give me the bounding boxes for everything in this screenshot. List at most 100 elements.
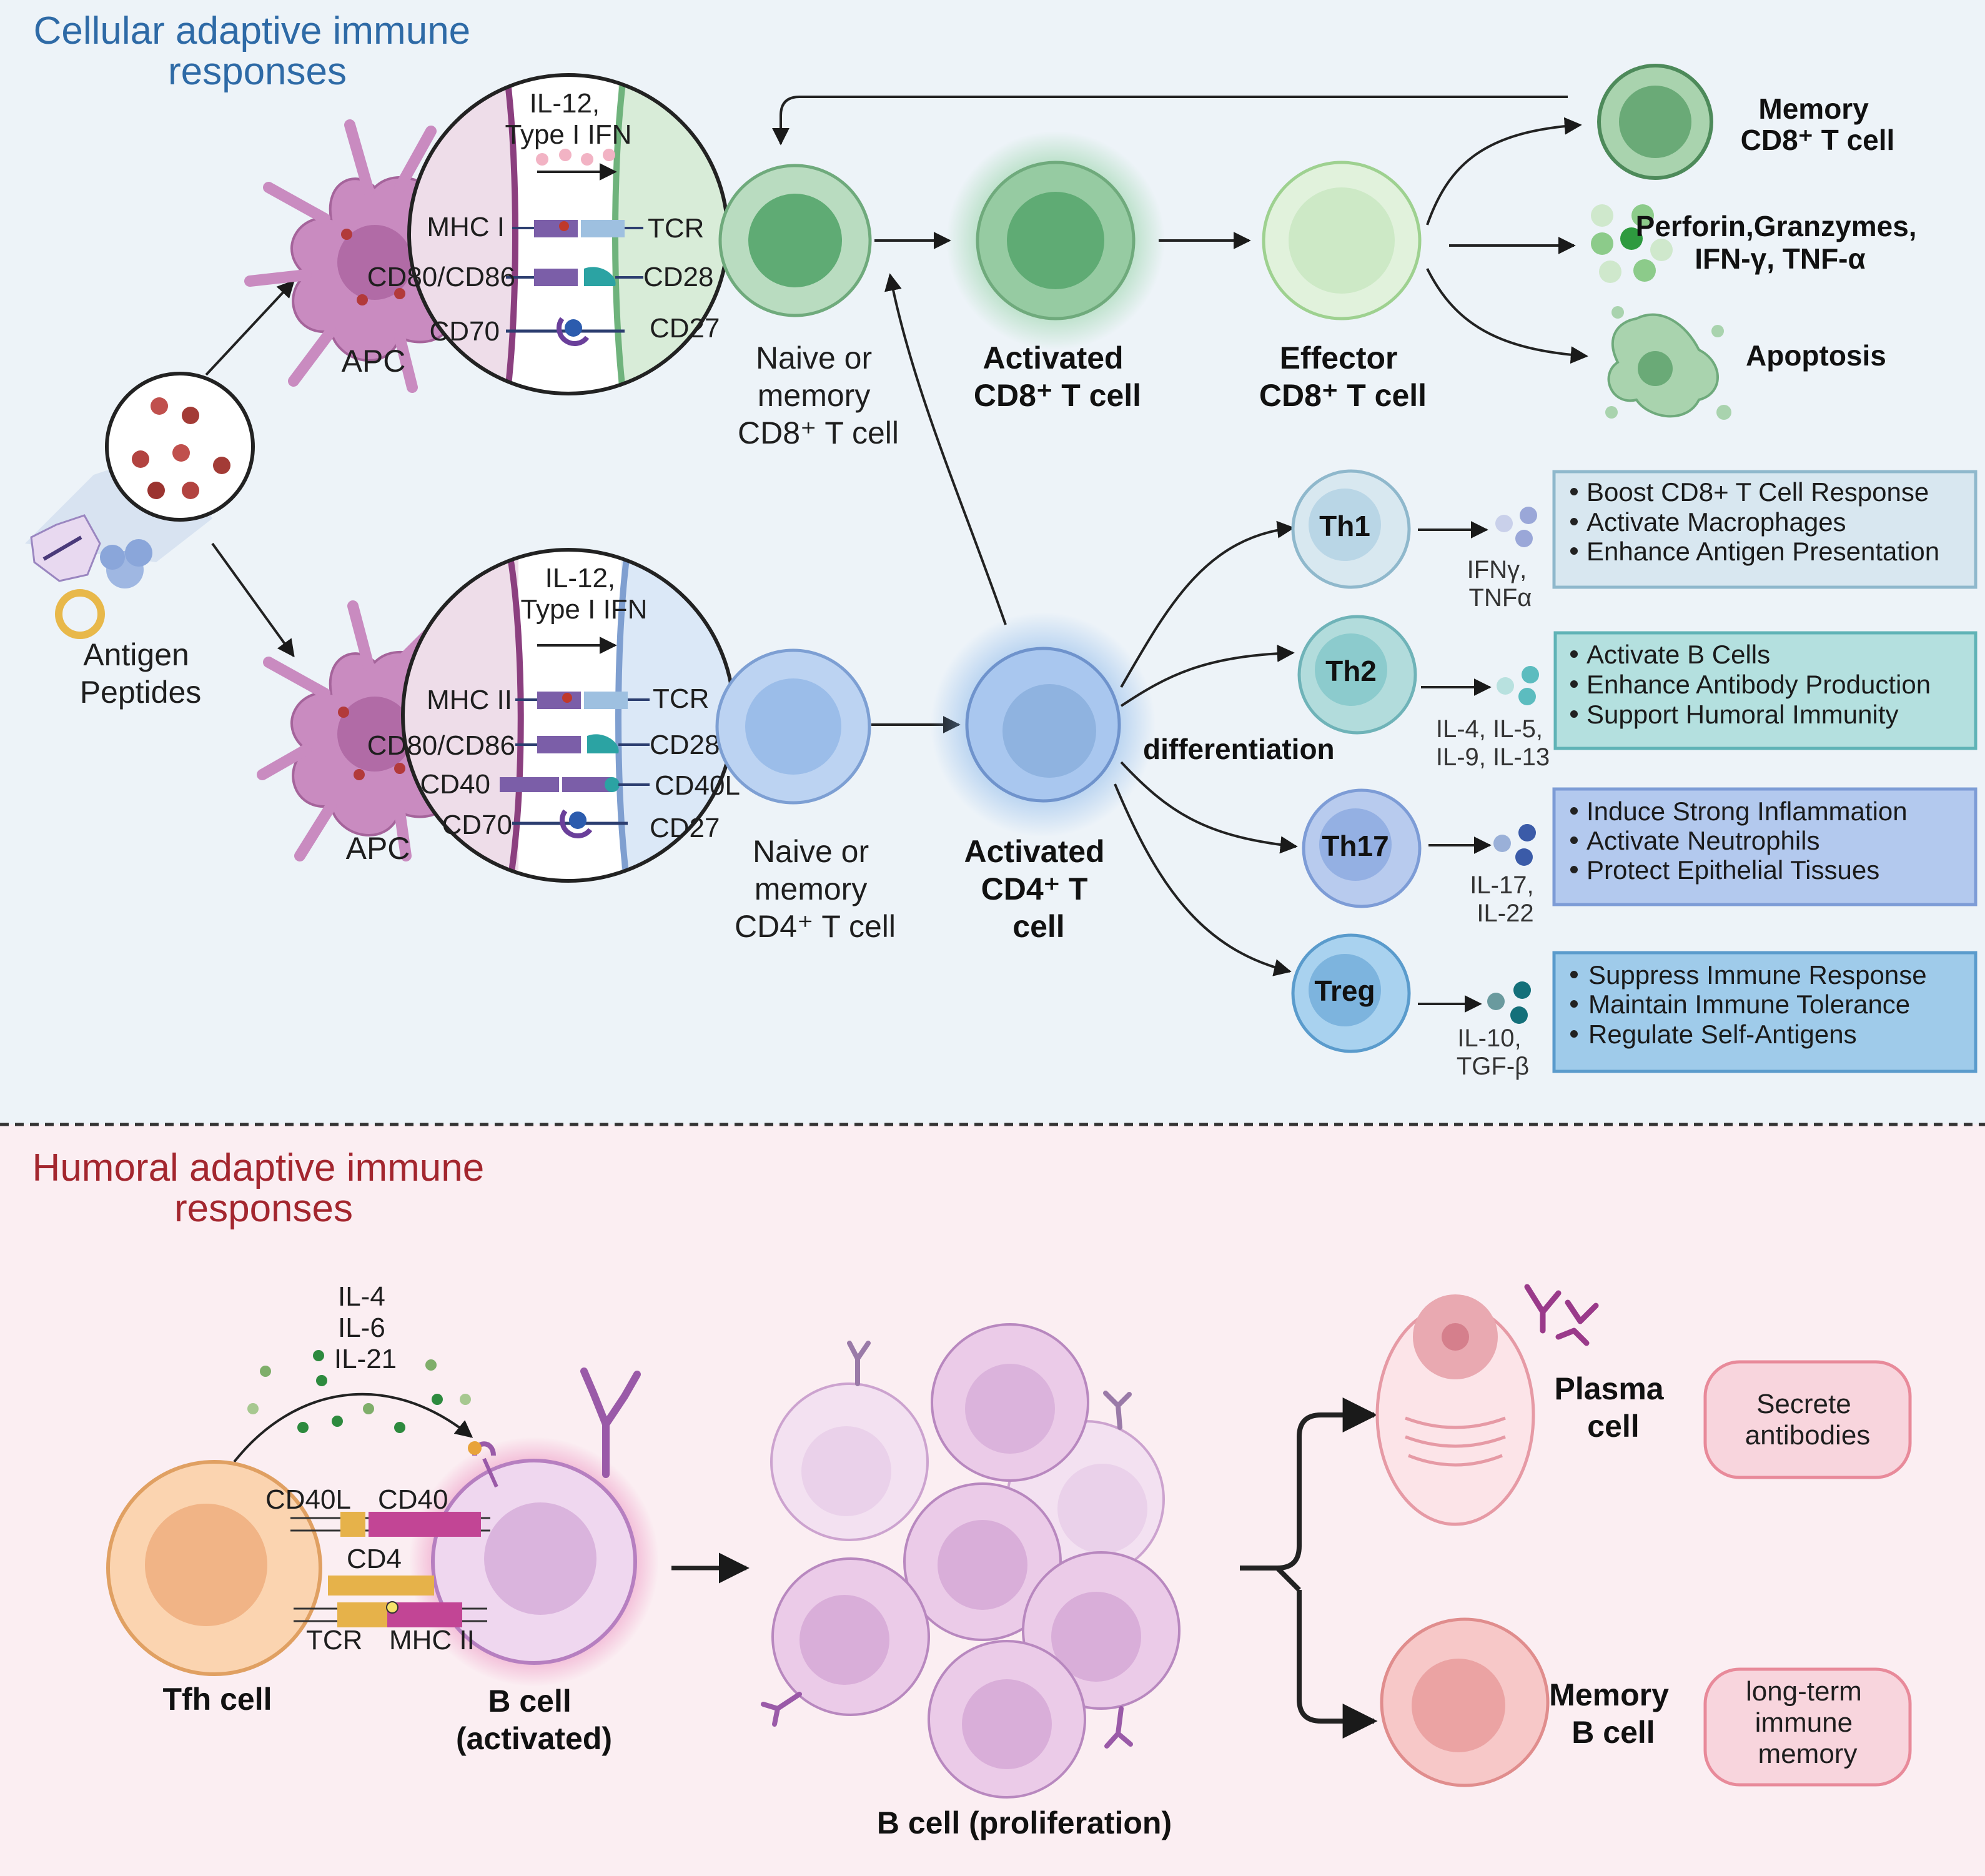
label-humoral-tcr: TCR — [306, 1625, 362, 1655]
bcell-activated — [409, 1367, 659, 1687]
treg-functions: Suppress Immune Response Maintain Immune… — [1570, 960, 1927, 1049]
th2-cytokines: IL-4, IL-5, IL-9, IL-13 — [1436, 715, 1550, 771]
th2-functions: Activate B Cells Enhance Antibody Produc… — [1570, 640, 1931, 729]
label-tfh-cd40l: CD40L — [265, 1484, 351, 1515]
antibodies-icon — [1524, 1284, 1599, 1346]
memory-bcell — [1380, 1617, 1550, 1787]
apoptosis-icon — [1605, 306, 1731, 420]
th17-cytokines: IL-17, IL-22 — [1470, 871, 1540, 927]
memory-function-text: long-term immune memory — [1746, 1676, 1869, 1769]
th2-cytokine-icon — [1497, 666, 1539, 705]
th17-label: Th17 — [1322, 830, 1389, 862]
tfh-cell — [106, 1460, 322, 1676]
label-cd40: CD40 — [420, 769, 491, 800]
memory-cd8-label: Memory CD8⁺ T cell — [1741, 92, 1895, 156]
svg-text:Induce Strong Inflammation: Induce Strong Inflammation — [1587, 797, 1908, 826]
memory-function-box — [1703, 1667, 1912, 1787]
label-cd80-cd86-top: CD80/CD86 — [367, 262, 515, 292]
tfh-label: Tfh cell — [162, 1682, 272, 1717]
antigen-label: Antigen Peptides — [80, 637, 202, 710]
label-bcell-cd40: CD40 — [378, 1484, 448, 1515]
synapse-top-cytokines: IL-12, Type I IFN — [505, 88, 632, 150]
cytotoxic-molecules-label: Perforin,Granzymes, IFN-γ, TNF-α — [1636, 210, 1925, 275]
cellular-title: Cellular adaptive immune responses — [34, 9, 482, 93]
plasma-function-text: Secrete antibodies — [1745, 1389, 1871, 1451]
plasma-cell-label: Plasma cell — [1554, 1371, 1672, 1444]
differentiation-label: differentiation — [1143, 733, 1335, 765]
label-mhc1: MHC I — [427, 212, 505, 242]
treg-cell — [1291, 933, 1411, 1053]
synapse-bottom — [401, 548, 736, 883]
label-cd4: CD4 — [347, 1544, 402, 1574]
th17-functions: Induce Strong Inflammation Activate Neut… — [1570, 797, 1908, 885]
th1-cytokine-icon — [1495, 507, 1537, 547]
label-tcr-top: TCR — [648, 213, 704, 244]
th1-label: Th1 — [1319, 510, 1370, 542]
bcell-activated-label: B cell (activated) — [456, 1684, 612, 1756]
label-cd27-top: CD27 — [650, 313, 720, 344]
th1-functions: Boost CD8+ T Cell Response Activate Macr… — [1570, 477, 1939, 566]
svg-text:Activate Neutrophils: Activate Neutrophils — [1587, 826, 1820, 855]
bcr-antibody-icon — [580, 1367, 641, 1478]
memory-cd8-cell — [1597, 64, 1713, 180]
th17-cell — [1302, 788, 1422, 908]
label-cd40l: CD40L — [655, 770, 740, 801]
th2-cell — [1297, 615, 1417, 735]
apoptosis-label: Apoptosis — [1746, 339, 1886, 372]
plasma-cell — [1375, 1284, 1599, 1526]
th2-label: Th2 — [1325, 655, 1377, 687]
svg-text:Suppress Immune Response: Suppress Immune Response — [1588, 960, 1927, 990]
svg-text:Support Humoral Immunity: Support Humoral Immunity — [1587, 700, 1899, 729]
svg-text:Activate B Cells: Activate B Cells — [1587, 640, 1770, 669]
antigen-group: Antigen Peptides — [25, 279, 295, 710]
label-tcr-bottom: TCR — [653, 683, 709, 714]
treg-cytokine-icon — [1487, 981, 1531, 1024]
naive-cd8-label: Naive or memory CD8⁺ T cell — [738, 340, 899, 450]
naive-cd4-label: Naive or memory CD4⁺ T cell — [735, 834, 896, 944]
plasma-function-box — [1703, 1360, 1912, 1479]
label-mhc2: MHC II — [427, 685, 512, 715]
label-cd70-bottom: CD70 — [442, 810, 513, 840]
apc-top-label: APC — [342, 344, 406, 379]
svg-text:Regulate Self-Antigens: Regulate Self-Antigens — [1588, 1020, 1857, 1049]
svg-text:Boost CD8+ T Cell Response: Boost CD8+ T Cell Response — [1587, 477, 1929, 507]
effector-cd8-cell — [1262, 161, 1422, 320]
humoral-title: Humoral adaptive immune responses — [32, 1146, 495, 1230]
label-cd80-cd86-bottom: CD80/CD86 — [367, 730, 515, 761]
th17-cytokine-icon — [1493, 824, 1536, 866]
label-humoral-mhc2: MHC II — [389, 1625, 475, 1655]
treg-cytokines: IL-10, TGF-β — [1457, 1025, 1529, 1080]
apc-bottom-label: APC — [346, 831, 410, 866]
naive-cd4-cell — [715, 648, 871, 805]
svg-text:Activate Macrophages: Activate Macrophages — [1587, 507, 1846, 537]
label-cd28-top: CD28 — [643, 262, 714, 292]
activated-cd8-label: Activated CD8⁺ T cell — [974, 340, 1141, 413]
naive-cd8-cell — [718, 164, 872, 317]
bcell-proliferation-cluster — [761, 1323, 1181, 1799]
treg-label: Treg — [1314, 975, 1375, 1007]
cytokine-dots — [247, 1350, 471, 1433]
th17-function-box — [1552, 787, 1978, 906]
cytotoxic-granules-icon — [1591, 204, 1673, 283]
svg-text:Enhance Antigen Presentation: Enhance Antigen Presentation — [1587, 537, 1939, 566]
bcell-proliferation-label: B cell (proliferation) — [877, 1805, 1172, 1840]
ring-icon — [55, 589, 105, 639]
th1-function-box — [1552, 470, 1978, 589]
label-cd27-bottom: CD27 — [650, 813, 720, 843]
tfh-bcell-interface — [290, 1512, 490, 1627]
treg-function-box — [1552, 951, 1978, 1073]
th1-cell — [1291, 469, 1411, 589]
th2-function-box — [1553, 631, 1978, 750]
label-cd70-top: CD70 — [430, 316, 500, 347]
humoral-cytokines: IL-4 IL-6 IL-21 — [334, 1281, 397, 1374]
activated-cd4-label: Activated CD4⁺ T cell — [964, 834, 1114, 944]
th1-cytokines: IFNγ, TNFα — [1467, 556, 1534, 612]
svg-text:Maintain Immune Tolerance: Maintain Immune Tolerance — [1588, 990, 1910, 1019]
memory-bcell-label: Memory B cell — [1549, 1677, 1678, 1750]
activated-cd4-cell — [931, 612, 1156, 837]
svg-text:Protect Epithelial Tissues: Protect Epithelial Tissues — [1587, 855, 1879, 885]
activated-cd8-cell — [946, 131, 1165, 350]
effector-cd8-label: Effector CD8⁺ T cell — [1259, 340, 1427, 413]
